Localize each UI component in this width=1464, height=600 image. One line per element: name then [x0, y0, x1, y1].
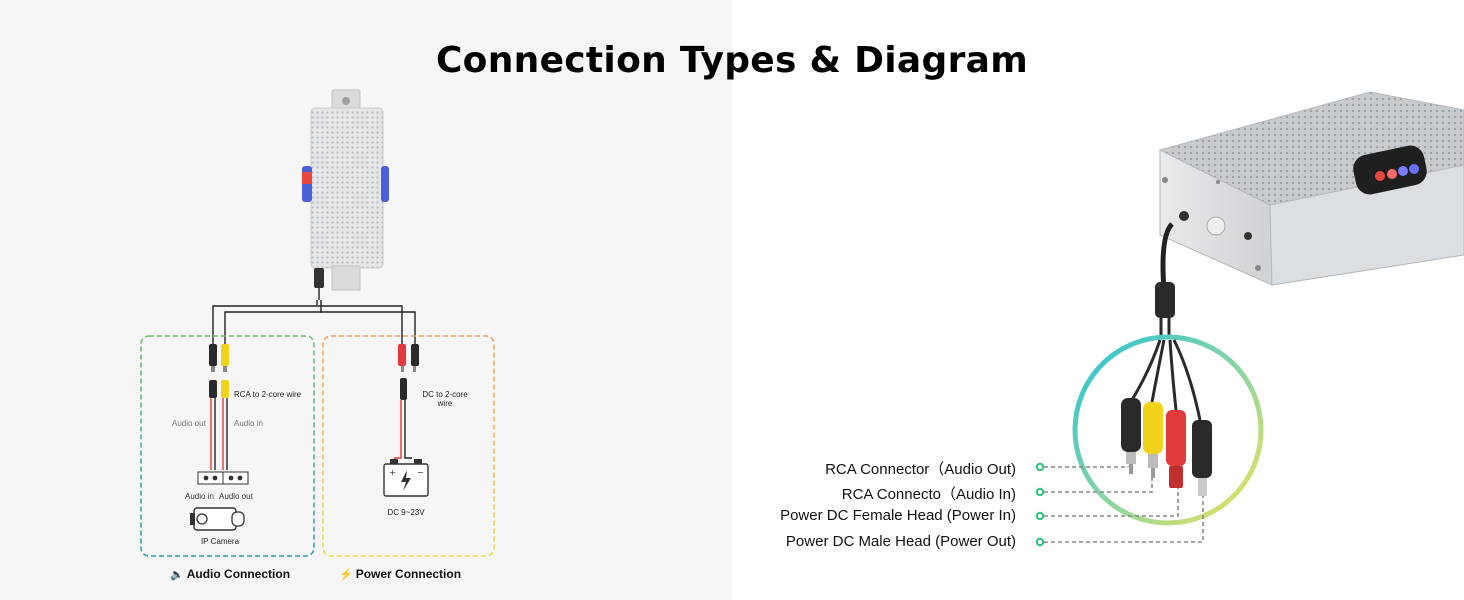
rca-black-socket	[209, 380, 217, 398]
audio-out-label: Audio out	[172, 419, 206, 428]
ip-camera-icon	[190, 507, 245, 531]
leader-markers	[1035, 462, 1045, 547]
main-wire-harness	[212, 288, 416, 344]
marker-dot	[1035, 537, 1045, 547]
dc-female-red-connector	[1166, 410, 1186, 488]
rca-black-plug	[209, 344, 217, 366]
dc-black-plug	[411, 344, 419, 366]
dc-male-black-connector	[1192, 420, 1212, 496]
ip-camera-label: IP Camera	[200, 537, 240, 546]
right-strobe-light	[381, 166, 389, 202]
audio-in-label: Audio in	[234, 419, 263, 428]
split-wires	[1130, 339, 1202, 421]
rca-yellow-plug	[221, 344, 229, 366]
battery-voltage-label: DC 9~23V	[387, 508, 425, 517]
speaker-enclosure	[1158, 91, 1464, 286]
power-caption-text: Power Connection	[355, 567, 462, 581]
left-wiring-diagram: + −	[140, 89, 495, 557]
rca-yellow-connector	[1143, 402, 1163, 478]
speaker-icon: 🔈	[170, 569, 184, 581]
speaker-bottom-bracket	[331, 265, 361, 291]
front-port	[1179, 211, 1189, 221]
dc-wire-label: DC to 2-core wire	[422, 390, 468, 408]
leader-lines	[1044, 466, 1204, 543]
left-strobe-red	[302, 172, 312, 184]
rca-yellow-socket	[221, 380, 229, 398]
connector-label-rca-audio-out: RCA Connector（Audio Out)	[825, 461, 1016, 478]
speaker-cable-plug	[314, 268, 324, 288]
lightning-icon: ⚡	[339, 569, 353, 581]
cable-splitter	[1155, 282, 1175, 318]
marker-dot	[1035, 487, 1045, 497]
front-knob	[1244, 232, 1252, 240]
terminal-block	[197, 471, 249, 485]
front-button	[1206, 216, 1226, 236]
left-panel-background	[0, 0, 732, 600]
dc-red-plug	[398, 344, 406, 366]
marker-dot	[1035, 511, 1045, 521]
mount-hole	[342, 97, 350, 105]
audio-connection-box	[140, 335, 315, 557]
audio-caption-text: Audio Connection	[186, 567, 291, 581]
marker-dot	[1035, 462, 1045, 472]
connector-label-rca-audio-in: RCA Connecto（Audio In)	[841, 486, 1016, 503]
main-cable	[1160, 222, 1174, 291]
audio-connection-caption: 🔈Audio Connection	[170, 567, 290, 581]
terminal-audio-out-label: Audio out	[219, 492, 253, 501]
page-title: Connection Types & Diagram	[435, 40, 1029, 81]
terminal-audio-in-label: Audio in	[185, 492, 214, 501]
battery-icon: + −	[383, 459, 429, 497]
connector-label-dc-male: Power DC Male Head (Power Out)	[785, 533, 1016, 550]
rca-plugs-audio	[209, 344, 229, 470]
speaker-device	[302, 89, 389, 291]
connector-label-dc-female: Power DC Female Head (Power In)	[780, 507, 1016, 524]
rca-wire-label: RCA to 2-core wire	[234, 390, 302, 399]
dc-plugs-power	[394, 344, 419, 459]
dc-male-head	[400, 378, 407, 400]
rca-black-connector	[1121, 398, 1141, 474]
svg-text:−: −	[417, 468, 424, 477]
svg-text:+: +	[389, 468, 396, 477]
power-connection-caption: ⚡Power Connection	[339, 567, 461, 581]
